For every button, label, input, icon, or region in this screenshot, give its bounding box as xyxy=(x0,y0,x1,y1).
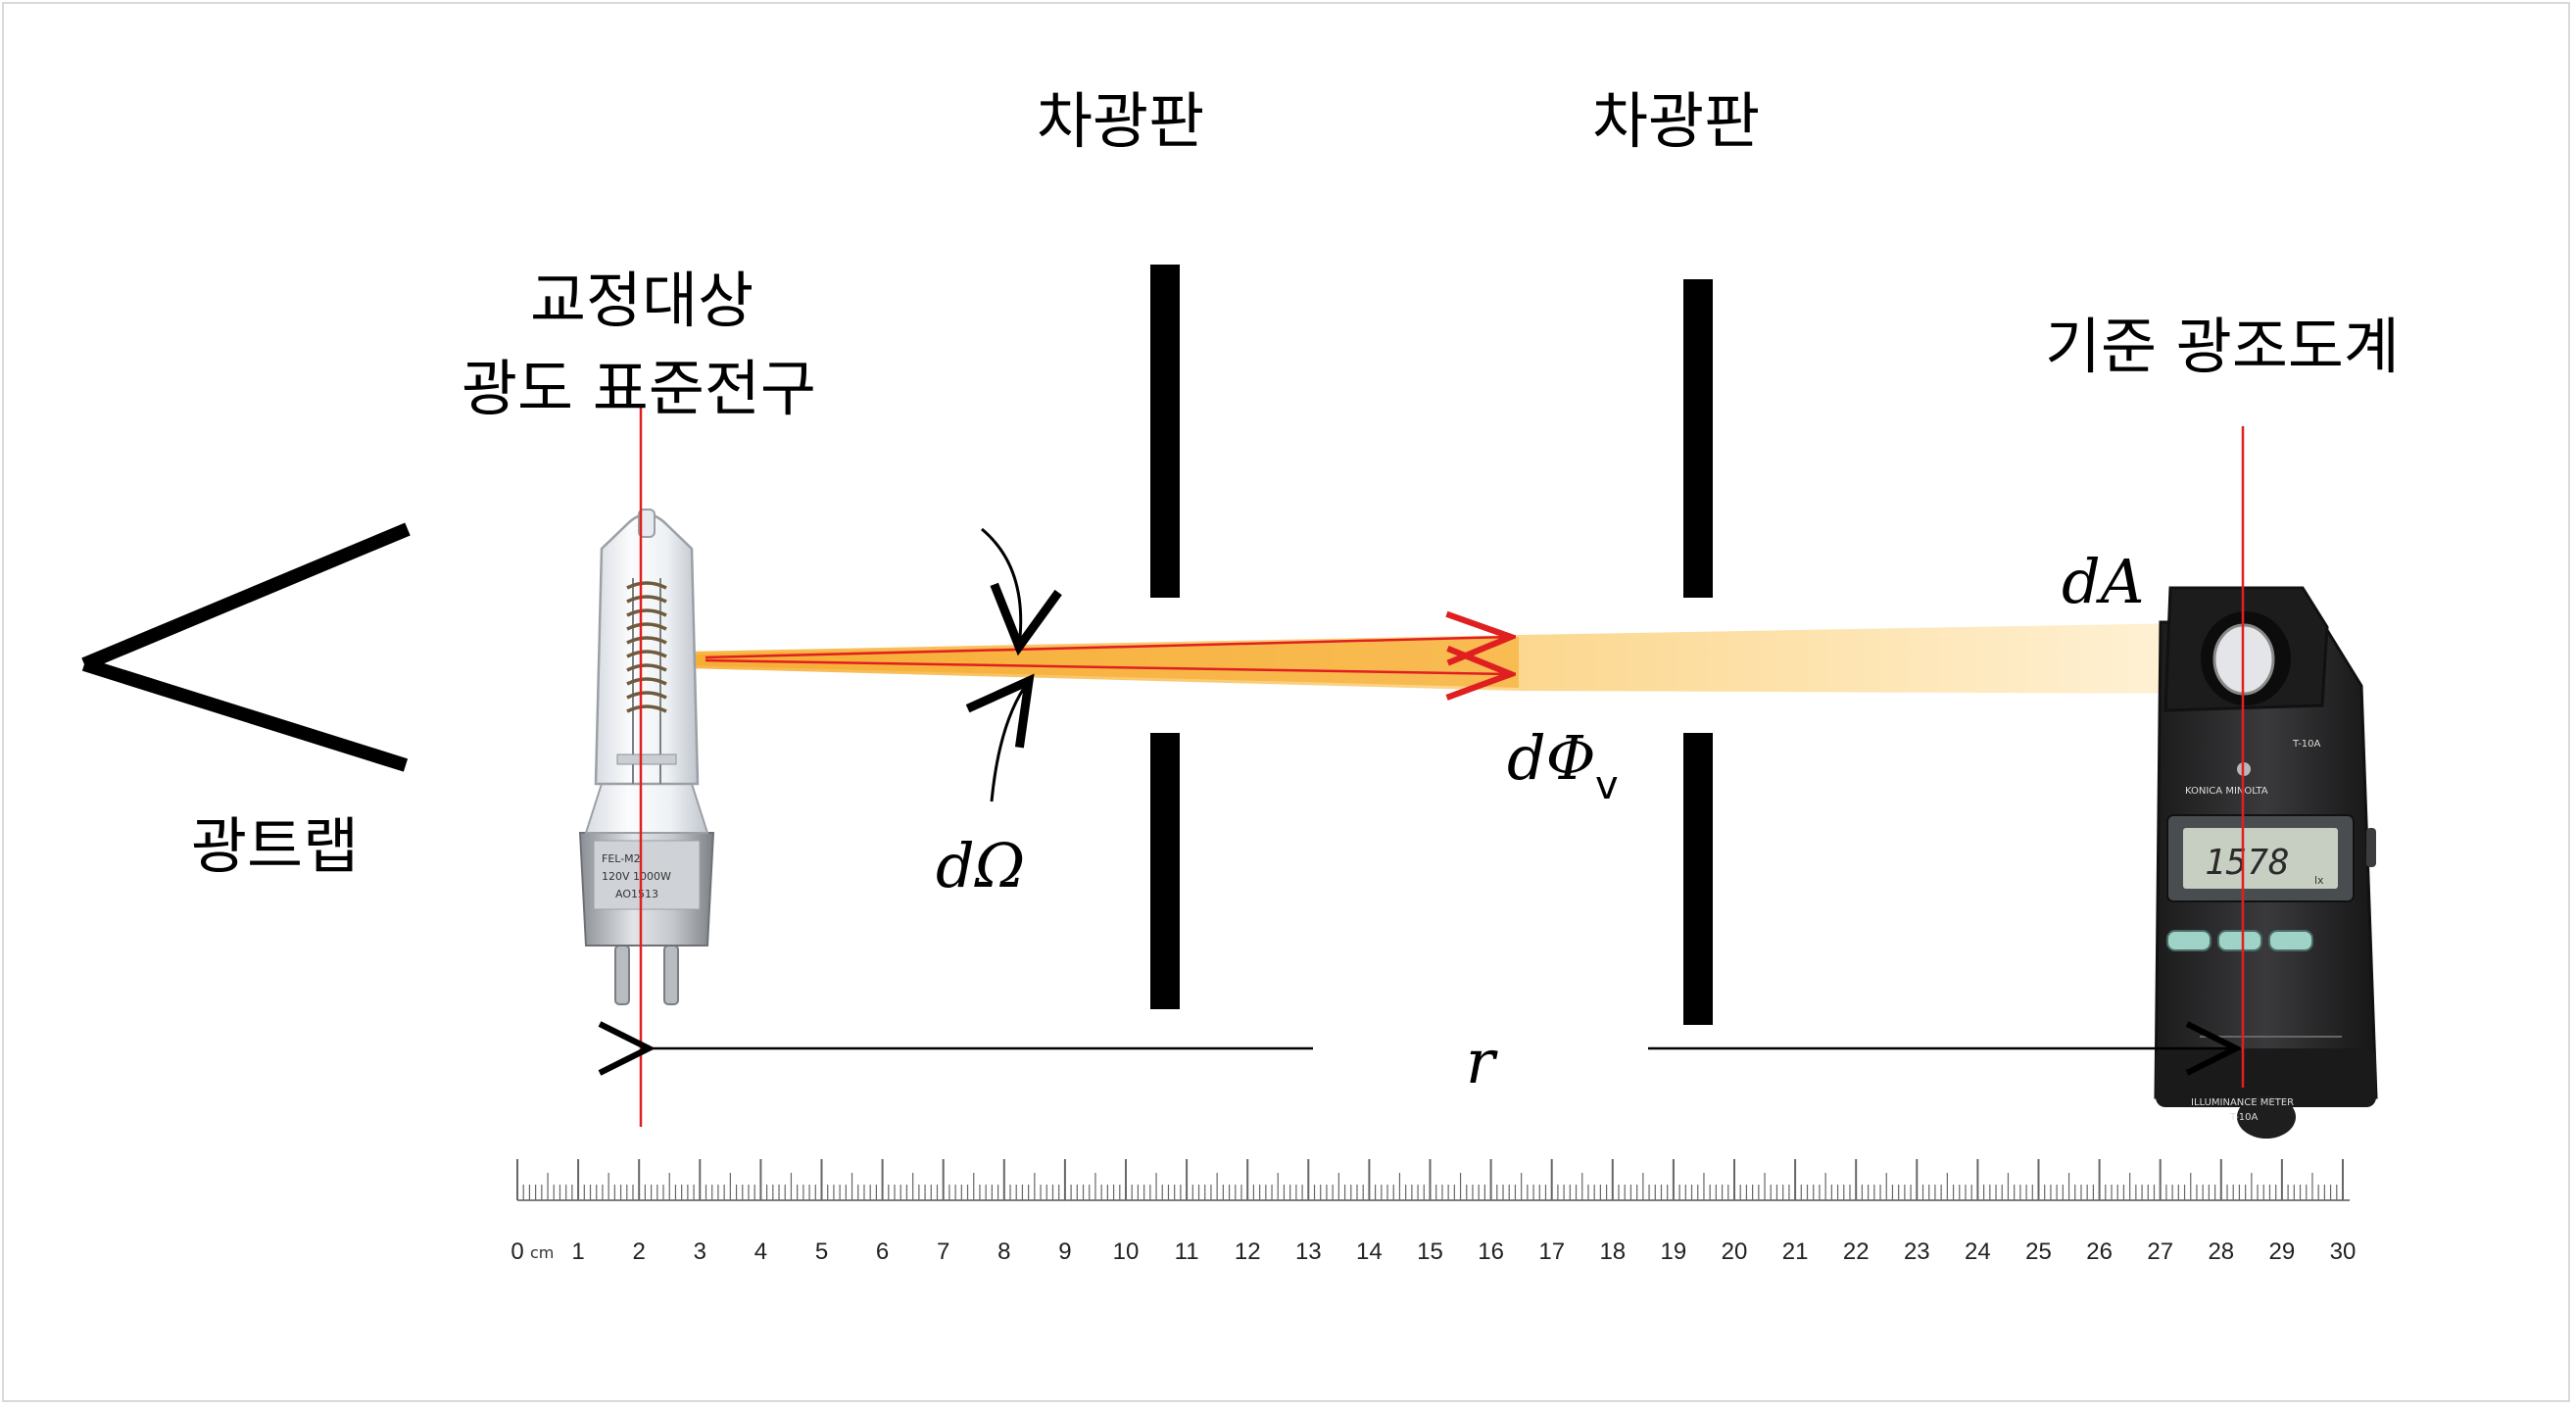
meter-display-value: 1578 xyxy=(2205,843,2290,883)
shield-label-2: 차광판 xyxy=(1592,85,1760,157)
ruler-tick-label: 26 xyxy=(2086,1238,2113,1265)
meter-bottom-line2: T-10A xyxy=(2229,1112,2259,1123)
flux-subscript: v xyxy=(1595,763,1619,808)
ray-lines xyxy=(705,637,1511,674)
solid-angle-symbol: dΩ xyxy=(936,830,1025,901)
lamp-marking-2: 120V 1000W xyxy=(602,870,671,883)
ruler-ticks xyxy=(516,1159,2344,1200)
ruler-tick-label: 3 xyxy=(694,1238,706,1265)
shield-label-1: 차광판 xyxy=(1037,85,1204,157)
ruler-tick-label: 28 xyxy=(2208,1238,2234,1265)
ruler-tick-label: 27 xyxy=(2147,1238,2173,1265)
ruler-tick-label: 14 xyxy=(1356,1238,1383,1265)
illuminance-meter-icon: KONICA MINOLTA T-10A 1578 lx ILLUMINANCE… xyxy=(2154,586,2378,1139)
solid-angle-arrows xyxy=(965,527,1062,802)
ruler-tick-label: 9 xyxy=(1058,1238,1071,1265)
ruler-tick-label: 21 xyxy=(1782,1238,1809,1265)
light-shield-1 xyxy=(1150,265,1180,1009)
lamp-marking-1: FEL-M2 xyxy=(602,852,641,865)
ruler-tick-label: 18 xyxy=(1599,1238,1626,1265)
ruler-tick-label: 13 xyxy=(1295,1238,1322,1265)
ruler-tick-label: 5 xyxy=(815,1238,828,1265)
ruler-tick-label: 30 xyxy=(2330,1238,2357,1265)
light-trap-icon xyxy=(81,522,411,772)
ruler-tick-label: 22 xyxy=(1843,1238,1870,1265)
ruler-tick-label: 20 xyxy=(1722,1238,1748,1265)
meter-button-right xyxy=(2268,930,2313,951)
lamp-marking-3: AO1513 xyxy=(615,888,658,900)
ruler-tick-label: 24 xyxy=(1965,1238,1991,1265)
meter-label: 기준 광조도계 xyxy=(2045,311,2400,382)
ruler-tick-label: 11 xyxy=(1175,1238,1199,1265)
ruler-unit: cm xyxy=(530,1243,554,1262)
ruler-tick-label: 8 xyxy=(997,1238,1010,1265)
ruler-tick-label: 23 xyxy=(1904,1238,1930,1265)
filament-coil xyxy=(626,581,667,713)
ruler-tick-label: 19 xyxy=(1661,1238,1687,1265)
ruler-tick-label: 12 xyxy=(1235,1238,1261,1265)
lamp-label-line2: 광도 표준전구 xyxy=(462,353,816,424)
light-beam-core xyxy=(686,637,1519,688)
ruler-tick-label: 0 xyxy=(510,1238,523,1265)
ruler-tick-label: 10 xyxy=(1113,1238,1140,1265)
ruler-tick-label: 1 xyxy=(571,1238,584,1265)
meter-bottom-line1: ILLUMINANCE METER xyxy=(2191,1097,2294,1108)
ruler-tick-label: 4 xyxy=(754,1238,767,1265)
light-trap-label: 광트랩 xyxy=(191,810,359,882)
meter-button-left xyxy=(2166,930,2211,951)
distance-symbol: r xyxy=(1466,1026,1498,1097)
ruler-tick-label: 6 xyxy=(876,1238,889,1265)
lamp-bulb-icon: FEL-M2 120V 1000W AO1513 xyxy=(578,509,715,1005)
ruler-tick-label: 17 xyxy=(1538,1238,1565,1265)
area-symbol: dA xyxy=(2062,546,2144,617)
meter-brand: KONICA MINOLTA xyxy=(2185,786,2268,797)
meter-model-top: T-10A xyxy=(2292,739,2321,750)
ruler-tick-label: 2 xyxy=(633,1238,646,1265)
meter-display-unit: lx xyxy=(2314,874,2324,887)
ruler-tick-label: 7 xyxy=(937,1238,949,1265)
ruler-tick-label: 25 xyxy=(2025,1238,2052,1265)
flux-symbol: dΦ xyxy=(1507,722,1596,794)
ruler-tick-label: 29 xyxy=(2269,1238,2296,1265)
light-shield-2 xyxy=(1683,279,1713,1025)
lamp-label-line1: 교정대상 xyxy=(530,265,753,336)
meter-button-middle xyxy=(2217,930,2262,951)
ruler-tick-label: 15 xyxy=(1417,1238,1443,1265)
ruler-tick-label: 16 xyxy=(1478,1238,1504,1265)
